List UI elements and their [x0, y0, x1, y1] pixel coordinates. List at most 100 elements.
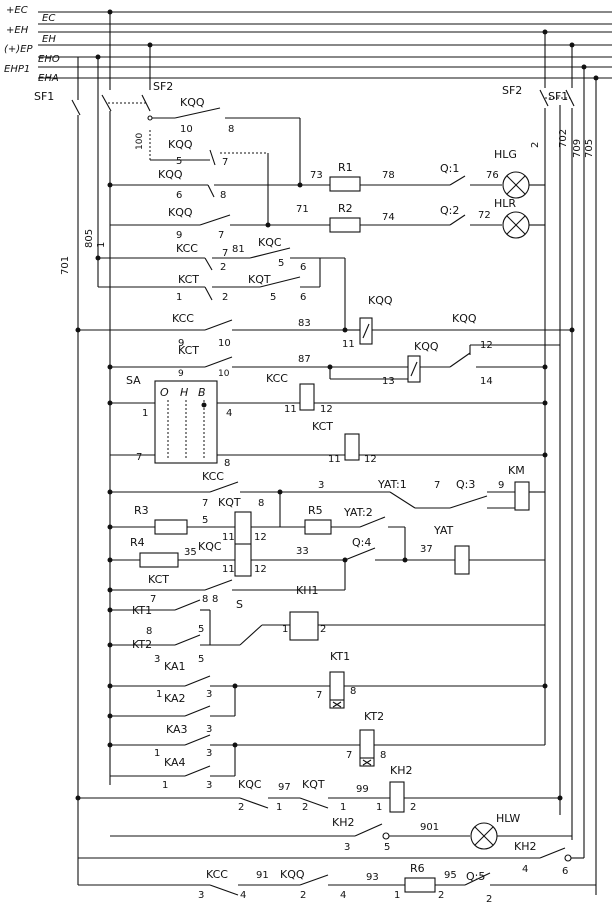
- node-3c: 3: [206, 689, 212, 700]
- bus-label-eha: EHA: [38, 73, 59, 84]
- node-91: 91: [256, 870, 269, 881]
- r4-label: R4: [130, 536, 145, 549]
- ka1-label: KA1: [164, 660, 186, 673]
- kqq-label-3: KQQ: [158, 168, 183, 181]
- kqq-label-2: KQQ: [168, 138, 193, 151]
- node-2: 2: [220, 262, 226, 273]
- node-2d: 2: [238, 802, 244, 813]
- node-1d: 1: [156, 689, 162, 700]
- sa-label: SA: [126, 374, 141, 387]
- km-label: KM: [508, 464, 525, 477]
- node-8i: 8: [380, 750, 386, 761]
- node-1f: 1: [162, 780, 168, 791]
- kqt-label-1: KQT: [248, 273, 271, 286]
- sf1-label: SF1: [34, 90, 54, 103]
- s-label: S: [236, 598, 243, 611]
- coil-kh1: [289, 611, 319, 641]
- kct-label-3: KCT: [148, 573, 169, 586]
- km-row: KCC 3 YAT:1 7 Q:3 9 KM: [107, 464, 545, 511]
- bus-label-ep: (+)EP: [4, 44, 34, 55]
- yat1-label: YAT:1: [377, 478, 407, 491]
- node-4b: 4: [522, 864, 528, 875]
- r6-label: R6: [410, 862, 425, 875]
- node-9d: 9: [498, 480, 504, 491]
- node-3b: 3: [154, 654, 160, 665]
- node-8g: 8: [146, 626, 152, 637]
- kcc-kct-block: KCC 7 81 KQC 2 5 KCT 1 2 KQT 5 6 6: [95, 236, 346, 330]
- sa-pos-b: B: [198, 386, 206, 399]
- node-83: 83: [298, 318, 311, 329]
- node-33: 33: [296, 546, 309, 557]
- node-1c: 1: [282, 624, 288, 635]
- sa-pos-h: H: [180, 386, 188, 399]
- sf1-right-label: SF1: [548, 90, 568, 103]
- wire-709: 709: [572, 139, 583, 158]
- q3-label: Q:3: [456, 478, 475, 491]
- bus-lines: [38, 11, 612, 79]
- node-1b: 1: [142, 408, 148, 419]
- ka3-label: KA3: [166, 723, 188, 736]
- kcc-83-row: KCC 83 11 KQQ KQQ: [75, 294, 575, 350]
- bus-label-eh-2: EH: [42, 34, 56, 45]
- kt2-contact-label: KT2: [132, 638, 152, 651]
- node-1i: 1: [376, 802, 382, 813]
- kqq-section: KQQ 10 8 KQQ 5 7 KQQ 6 8 KQQ 9 7: [107, 96, 303, 241]
- r3-yat-row: R3 KQT 7 8 5 11 12 R5 YAT:2 YAT: [107, 492, 545, 577]
- kqq-label-4: KQQ: [168, 206, 193, 219]
- node-12: 12: [480, 340, 493, 351]
- node-3g: 3: [344, 842, 350, 853]
- node-2c: 2: [320, 624, 326, 635]
- node-3: 3: [318, 480, 324, 491]
- node-6c: 6: [300, 262, 306, 273]
- kqt-label-3: KQT: [302, 778, 325, 791]
- kcc-label-3: KCC: [202, 470, 224, 483]
- node-9b: 9: [178, 338, 184, 349]
- kt-s-kh1-rows: KT1 8 KT2 8 5 S KH1 1 2: [107, 584, 545, 651]
- kcc-coil-label: KCC: [266, 372, 288, 385]
- node-4c: 4: [240, 890, 246, 901]
- yat2-label: YAT:2: [343, 506, 373, 519]
- node-76: 76: [486, 170, 499, 181]
- node-12c: 12: [364, 454, 377, 465]
- yat-label: YAT: [433, 524, 454, 537]
- node-8e: 8: [212, 594, 218, 605]
- node-10: 10: [180, 124, 193, 135]
- ka2-label: KA2: [164, 692, 186, 705]
- coil-yat: [454, 545, 470, 575]
- hlg-label: HLG: [494, 148, 517, 161]
- sf2-left-switch: [101, 94, 151, 118]
- node-6b: 6: [300, 292, 306, 303]
- kqq-coil-label: KQQ: [368, 294, 393, 307]
- coil-kcc: [299, 383, 315, 411]
- hlw-label: HLW: [496, 812, 520, 825]
- node-74: 74: [382, 212, 395, 223]
- node-81: 81: [232, 244, 245, 255]
- node-1j: 1: [394, 890, 400, 901]
- node-6: 6: [176, 190, 182, 201]
- kqq-label-1: KQQ: [180, 96, 205, 109]
- wire-1: 1: [96, 242, 107, 248]
- node-8f: 8: [202, 594, 208, 605]
- sf2-right-switch: [539, 89, 575, 107]
- node-7h: 7: [316, 690, 322, 701]
- resistor-r2: [329, 217, 361, 233]
- node-7f: 7: [202, 498, 208, 509]
- resistor-r6: [404, 877, 436, 893]
- node-5: 5: [176, 156, 182, 167]
- right-rails: [544, 32, 597, 895]
- node-7c: 7: [222, 248, 228, 259]
- resistor-r4: [139, 552, 179, 568]
- node-10c: 10: [218, 369, 230, 379]
- sa-pos-o: O: [160, 386, 169, 399]
- q1-label: Q:1: [440, 162, 459, 175]
- node-5f: 5: [198, 654, 204, 665]
- node-12d: 12: [254, 532, 267, 543]
- wire-2: 2: [530, 142, 541, 148]
- node-12b: 12: [320, 404, 333, 415]
- bus-label-eho: EHO: [38, 54, 60, 65]
- node-7b: 7: [218, 230, 224, 241]
- kh1-label: KH1: [296, 584, 318, 597]
- kqc-label-2: KQC: [198, 540, 222, 553]
